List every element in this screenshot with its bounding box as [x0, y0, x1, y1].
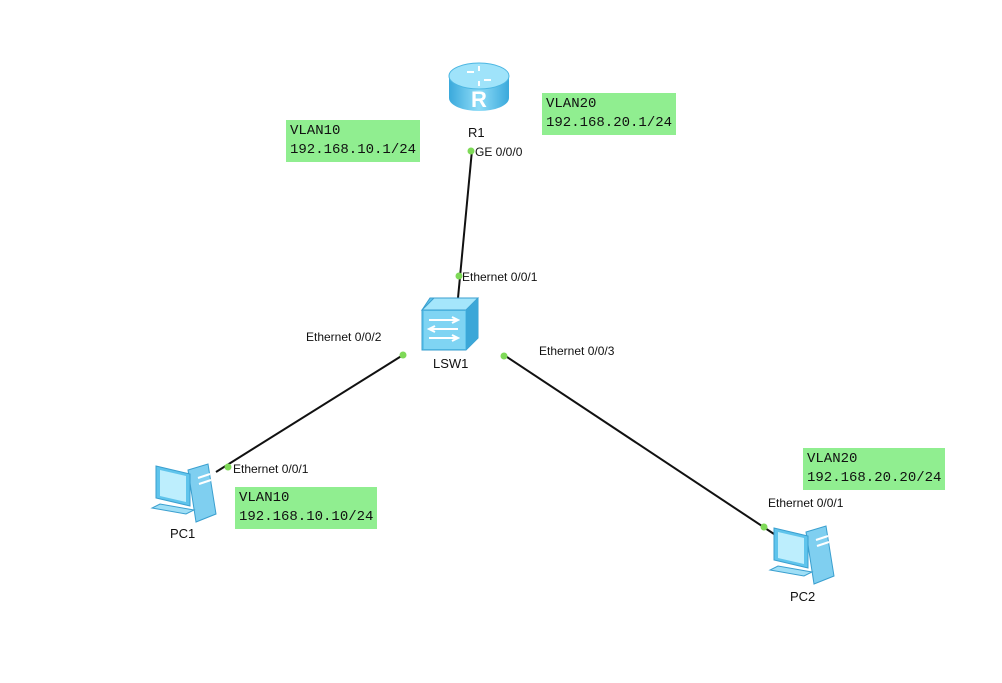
note-ip: 192.168.20.20/24 — [807, 470, 942, 486]
note-vlan: VLAN20 — [807, 451, 858, 467]
link-lsw1-pc2[interactable] — [503, 354, 775, 535]
link-lsw1-pc1[interactable] — [215, 354, 404, 473]
port-label-lsw1-e003: Ethernet 0/0/3 — [539, 344, 615, 358]
note-ip: 192.168.10.1/24 — [290, 142, 417, 158]
port-label-r1-ge000: GE 0/0/0 — [475, 145, 523, 159]
note-vlan: VLAN10 — [239, 490, 290, 506]
note-ip: 192.168.20.1/24 — [546, 115, 673, 131]
note-r1-vlan20[interactable]: VLAN20 192.168.20.1/24 — [542, 93, 677, 135]
svg-text:R: R — [471, 87, 487, 112]
router-label: R1 — [468, 125, 485, 140]
port-label-lsw1-e002: Ethernet 0/0/2 — [306, 330, 382, 344]
pc1-label: PC1 — [170, 526, 196, 541]
switch-icon[interactable] — [420, 296, 484, 352]
note-pc2[interactable]: VLAN20 192.168.20.20/24 — [803, 448, 946, 490]
port-label-lsw1-e001: Ethernet 0/0/1 — [462, 270, 538, 284]
port-dot-lsw1-e002[interactable] — [399, 351, 407, 359]
router-icon[interactable]: R — [447, 58, 511, 116]
port-label-pc1-e001: Ethernet 0/0/1 — [233, 462, 309, 476]
note-ip: 192.168.10.10/24 — [239, 509, 374, 525]
switch-label: LSW1 — [433, 356, 469, 371]
note-pc1[interactable]: VLAN10 192.168.10.10/24 — [235, 487, 378, 529]
note-r1-vlan10[interactable]: VLAN10 192.168.10.1/24 — [286, 120, 421, 162]
pc-icon[interactable] — [768, 522, 840, 586]
port-dot-lsw1-e003[interactable] — [500, 352, 508, 360]
pc-icon[interactable] — [150, 460, 222, 524]
port-dot-pc2-e001[interactable] — [760, 523, 768, 531]
pc2-label: PC2 — [790, 589, 816, 604]
port-dot-pc1-e001[interactable] — [224, 463, 232, 471]
note-vlan: VLAN10 — [290, 123, 341, 139]
port-dot-r1-ge000[interactable] — [467, 147, 475, 155]
port-label-pc2-e001: Ethernet 0/0/1 — [768, 496, 844, 510]
port-dot-lsw1-e001[interactable] — [455, 272, 463, 280]
note-vlan: VLAN20 — [546, 96, 597, 112]
